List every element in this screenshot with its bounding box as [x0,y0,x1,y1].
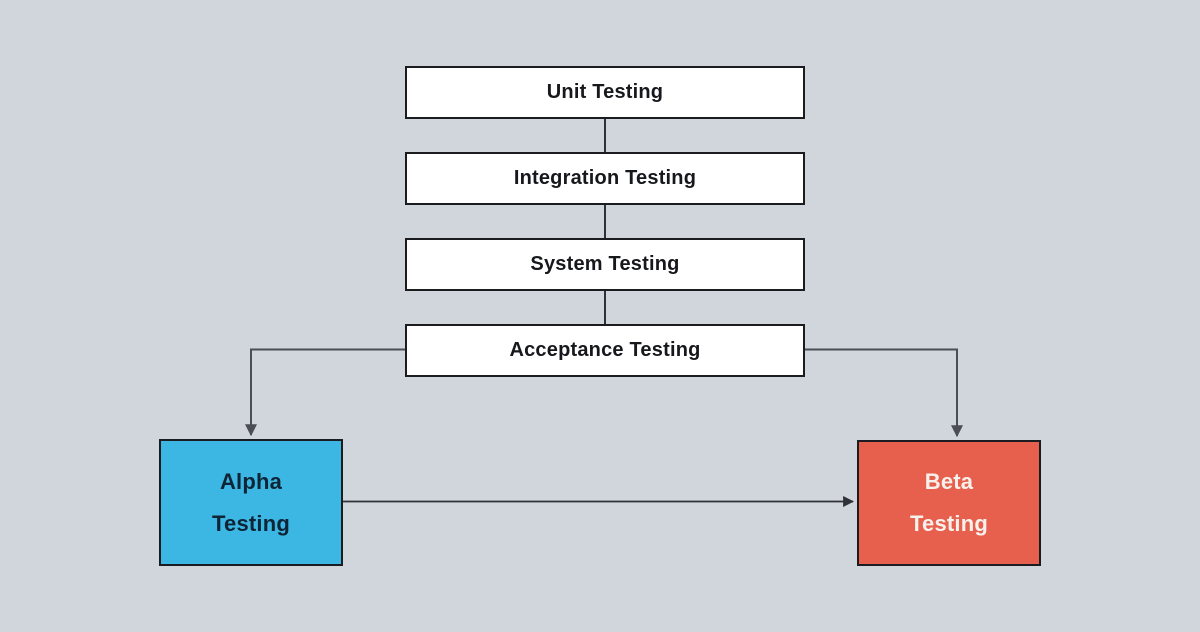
edge-acceptance-to-beta [805,348,963,438]
node-label: System Testing [530,253,680,275]
node-label-line1: Alpha [219,468,283,494]
node-label: Integration Testing [513,167,697,189]
node-label: Acceptance Testing [509,339,701,361]
node-label-line2: Testing [212,510,290,536]
edge-acceptance-to-alpha [245,348,405,437]
node-acceptance-testing: Acceptance Testing [405,324,805,377]
node-beta-testing: Beta Testing [857,440,1041,566]
node-alpha-testing: Alpha Testing [159,439,343,566]
node-label-line1: Beta [924,469,974,494]
node-label-line2: Testing [910,511,988,536]
node-unit-testing: Unit Testing [405,66,805,119]
node-label: Unit Testing [546,81,664,103]
node-integration-testing: Integration Testing [405,152,805,205]
node-system-testing: System Testing [405,238,805,291]
